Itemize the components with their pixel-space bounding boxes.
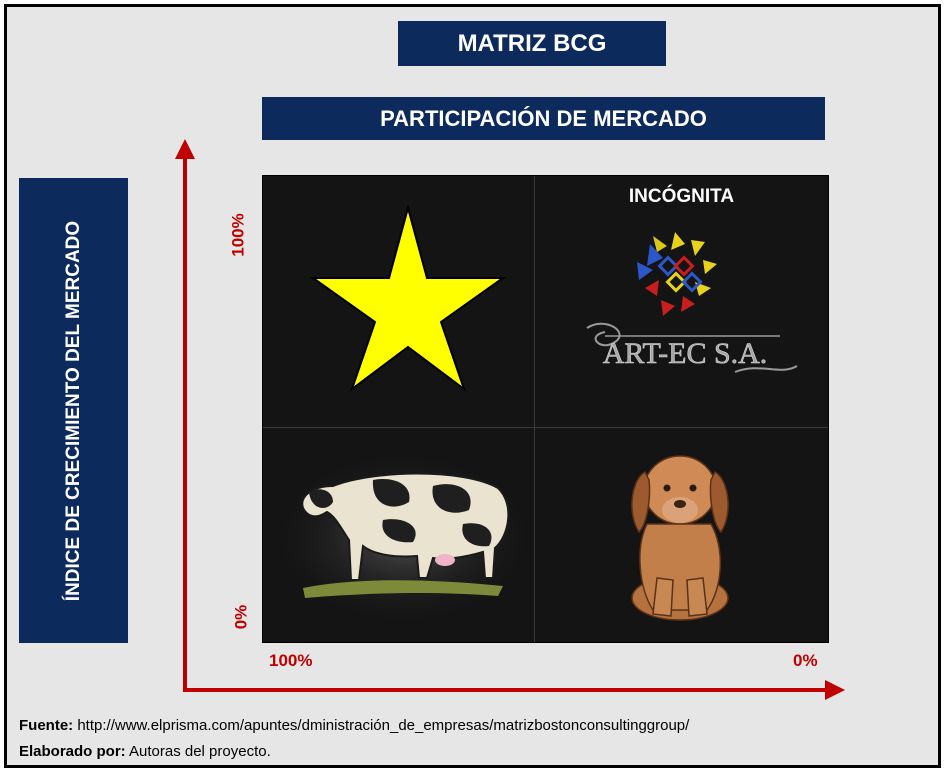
logo-mark-icon <box>637 232 717 316</box>
y-axis-header: ÍNDICE DE CRECIMIENTO DEL MERCADO <box>19 178 128 643</box>
art-ec-logo: ART-EC S.A. <box>586 232 798 373</box>
x-axis-arrowhead <box>825 680 845 700</box>
footer-author: Elaborado por: Autoras del proyecto. <box>19 743 271 760</box>
logo-text: ART-EC S.A. <box>603 337 768 370</box>
grid-divider-horizontal <box>263 427 828 428</box>
quadrant-star <box>263 176 534 427</box>
y-tick-high: 100% <box>228 213 248 257</box>
quadrant-label-incognita: INCÓGNITA <box>628 186 735 207</box>
y-tick-low: 0% <box>231 604 251 630</box>
x-tick-high: 100% <box>269 651 313 670</box>
grid-divider-vertical <box>534 176 535 642</box>
source-url[interactable]: http://www.elprisma.com/apuntes/dministr… <box>77 717 690 734</box>
dog-icon <box>631 455 729 621</box>
footer-source: Fuente: http://www.elprisma.com/apuntes/… <box>19 717 689 734</box>
x-tick-low: 0% <box>793 651 818 670</box>
y-axis-arrowhead <box>175 139 195 159</box>
axes-arrows <box>175 139 845 700</box>
star-icon <box>309 204 507 392</box>
author-text: Autoras del proyecto. <box>129 743 271 760</box>
cow-icon <box>268 448 538 628</box>
author-label: Elaborado por: <box>19 743 126 760</box>
quadrant-cash-cow <box>263 428 538 642</box>
source-label: Fuente: <box>19 717 74 734</box>
page-title: MATRIZ BCG <box>398 21 666 66</box>
x-axis-header: PARTICIPACIÓN DE MERCADO <box>262 97 825 140</box>
quadrant-question-mark: INCÓGNITA <box>535 176 828 427</box>
quadrant-dog <box>535 428 828 642</box>
bcg-grid: INCÓGNITA <box>262 175 829 643</box>
bcg-matrix-slide: MATRIZ BCG PARTICIPACIÓN DE MERCADO ÍNDI… <box>4 4 941 768</box>
